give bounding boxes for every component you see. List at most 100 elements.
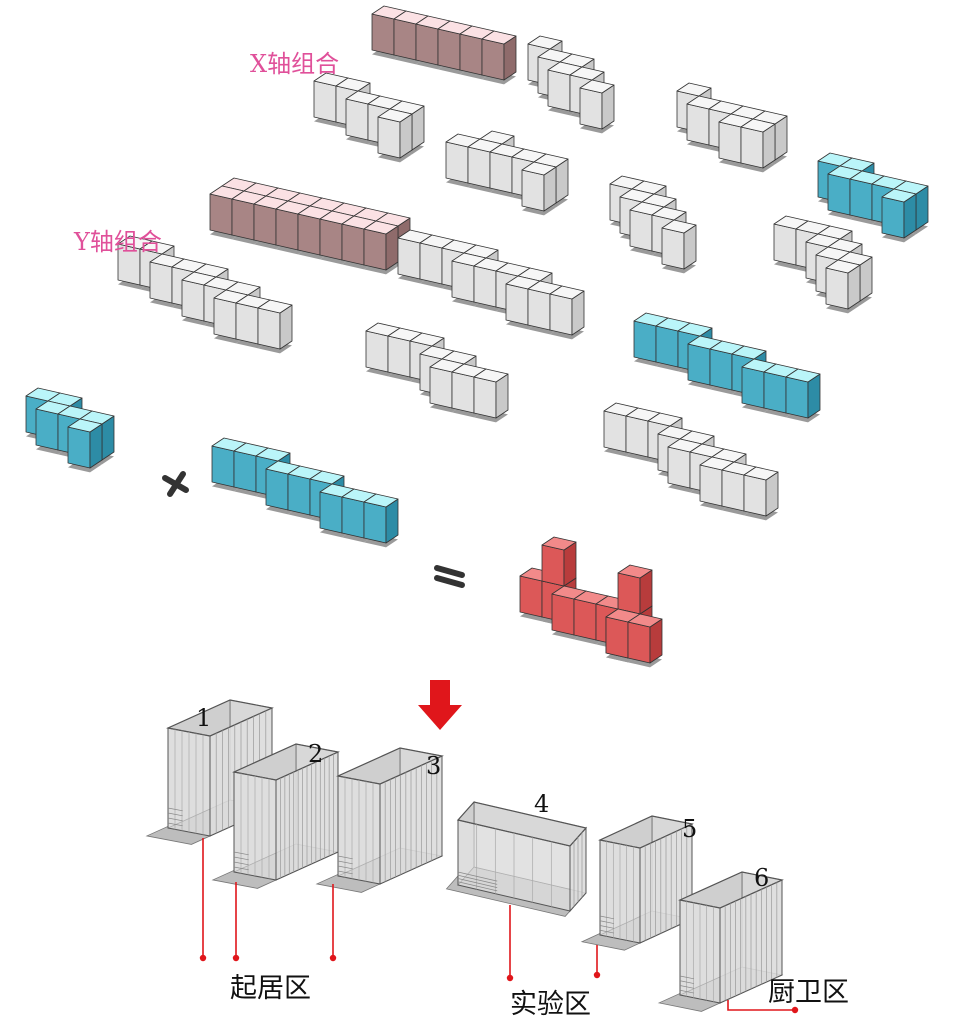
top-face [257,299,293,314]
container-cell [363,220,399,271]
front-face [849,178,873,221]
module-number-1: 1 [196,704,212,732]
front-face [625,415,649,458]
front-face [181,279,205,322]
front-face [345,98,369,141]
front-face [211,445,235,488]
front-face [213,297,237,340]
module-number-4: 4 [534,790,550,818]
front-face [459,33,483,76]
front-face [721,469,745,512]
top-face [579,79,615,94]
container-cell [67,418,103,469]
x-combo-2 [527,35,615,134]
top-face [627,613,663,628]
front-face [709,348,733,391]
front-face [473,376,497,419]
zone-kitchen-bath-label: 厨卫区 [768,977,849,1008]
x-combo-1 [313,72,425,163]
front-face [429,366,453,409]
front-face [363,228,387,271]
front-face [437,28,461,71]
operand-x-combo [25,387,115,473]
container-cell [661,219,697,270]
front-face [617,572,641,615]
front-face [319,491,343,534]
front-face [371,13,395,56]
container-cell [541,536,577,587]
front-face [763,371,787,414]
front-face [313,80,337,123]
x-combo-4 [676,82,788,173]
y-combo-4 [633,312,821,423]
container-cell [481,30,517,81]
container-module-2 [211,743,340,889]
top-face [743,466,779,481]
front-face [655,325,679,368]
top-face [740,118,776,133]
y-axis-base-block [209,177,411,275]
top-face [139,240,175,255]
front-face [579,87,603,130]
module-number-6: 6 [754,864,770,892]
front-face [393,18,417,61]
top-face [731,345,767,360]
container-cell [257,299,293,350]
zone-lab-label: 实验区 [510,989,591,1020]
front-face [785,376,809,419]
front-face [603,410,627,453]
top-face [651,206,687,221]
front-face [699,464,723,507]
y-combo-1 [117,235,293,354]
top-face [67,418,103,433]
front-face [667,446,691,489]
front-face [551,593,575,636]
container-cell [743,466,779,517]
container-module-4 [445,800,588,917]
front-face [363,501,387,544]
top-face [541,536,577,551]
top-face [617,564,653,579]
y-combo-2 [397,229,585,340]
top-face [363,493,399,508]
container-cell [549,285,585,336]
front-face [419,242,443,285]
container-cell [785,368,821,419]
front-face [741,366,765,409]
front-face [661,227,685,270]
front-face [605,616,629,659]
equals-sign-icon [434,565,465,588]
y-axis-combo-label: Y轴组合 [74,228,162,256]
leader-line-module-3 [329,884,337,962]
container-cell [825,259,861,310]
container-cell [617,564,653,615]
front-face [473,265,497,308]
container-module-5 [580,815,694,951]
front-face [35,408,59,451]
top-face [335,77,371,92]
front-face [451,260,475,303]
container-cell [377,108,413,159]
result-combo [519,536,663,668]
module-number-5: 5 [682,815,698,843]
leader-line-module-6 [727,1000,799,1014]
front-face [231,198,255,241]
front-face [740,126,764,169]
front-face [257,307,281,350]
top-face [549,285,585,300]
front-face [547,69,571,112]
zone-living-label: 起居区 [230,973,311,1004]
front-face [825,267,849,310]
top-face [363,220,399,235]
front-face [275,208,299,251]
front-face [633,320,657,363]
top-face [881,188,917,203]
front-face [549,293,573,336]
front-face [827,173,851,216]
front-face [297,213,321,256]
container-cell [363,493,399,544]
front-face [319,218,343,261]
front-face [415,23,439,66]
container-cell [521,161,557,212]
